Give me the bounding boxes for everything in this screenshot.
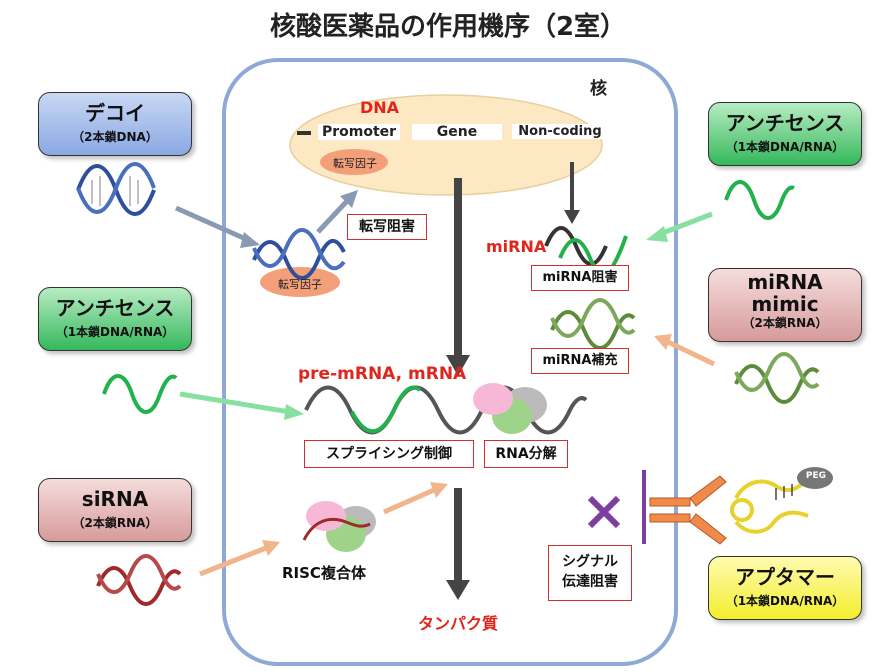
aptamer-box: アプタマー （1本鎖DNA/RNA） [708,556,862,620]
mirna-supplement-label: miRNA補充 [531,348,629,374]
antisense-left-title: アンチセンス [55,296,175,320]
nucleus-ellipse [289,94,603,196]
peg-label: PEG [805,471,827,481]
tf-ellipse [320,149,388,175]
diagram-title: 核酸医薬品の作用機序（2室） [269,12,627,42]
sirna-box: siRNA （2本鎖RNA） [38,478,192,542]
aptamer-subtitle: （1本鎖DNA/RNA） [725,594,845,608]
antisense-left-box: アンチセンス （1本鎖DNA/RNA） [38,287,192,351]
decoy-subtitle: （2本鎖DNA） [72,130,158,144]
mirna-mimic-title: miRNA mimic [747,270,823,316]
aptamer-title: アプタマー [735,565,835,589]
receptor-icon [649,475,727,545]
signal-block-label: シグナル 伝達阻害 [548,545,632,601]
sirna-title: siRNA [81,487,149,511]
transcription-block-label: 転写阻害 [347,214,427,240]
mirna-mimic-icon [734,352,820,404]
tf-bound-label: 転写因子 [278,278,322,291]
antisense-left-subtitle: （1本鎖DNA/RNA） [55,325,175,339]
antisense-right-strand [724,180,795,220]
tf-bound-ellipse [260,267,340,297]
risc-label: RISC複合体 [282,564,366,582]
mirna-supplement-icon [550,298,636,350]
decoy-dna-icon [76,162,156,216]
mirna-mimic-subtitle: （2本鎖RNA） [742,316,828,330]
splicing-label: スプライシング制御 [304,440,474,468]
protein-label: タンパク質 [418,614,499,633]
mirna-label: miRNA [486,237,547,256]
signal-block-x-icon [587,495,621,529]
decoy-bound-icon [252,228,346,280]
antisense-right-box: アンチセンス （1本鎖DNA/RNA） [708,102,862,166]
antisense-left-strand [102,374,178,414]
aptamer-icon [730,467,833,534]
antisense-bound-strand [350,385,422,434]
mirna-strand [544,226,608,266]
antisense-right-title: アンチセンス [725,111,845,135]
gene-label: Gene [412,124,502,140]
dna-label: DNA [360,98,400,117]
mirna-inhibit-label: miRNA阻害 [531,265,629,291]
rna-degradation-label: RNA分解 [484,440,568,468]
pre-mrna-label: pre-mRNA, mRNA [298,364,467,384]
noncoding-label: Non-coding [512,124,608,139]
nucleus-label: 核 [590,79,607,99]
sirna-subtitle: （2本鎖RNA） [72,516,158,530]
tf-label: 転写因子 [333,157,377,170]
decoy-box: デコイ （2本鎖DNA） [38,92,192,156]
promoter-label: Promoter [318,124,400,140]
antisense-right-subtitle: （1本鎖DNA/RNA） [725,140,845,154]
sirna-icon [96,554,182,606]
decoy-title: デコイ [85,101,145,125]
risc-complex-icon [302,501,376,552]
mirna-mimic-box: miRNA mimic （2本鎖RNA） [708,268,862,342]
